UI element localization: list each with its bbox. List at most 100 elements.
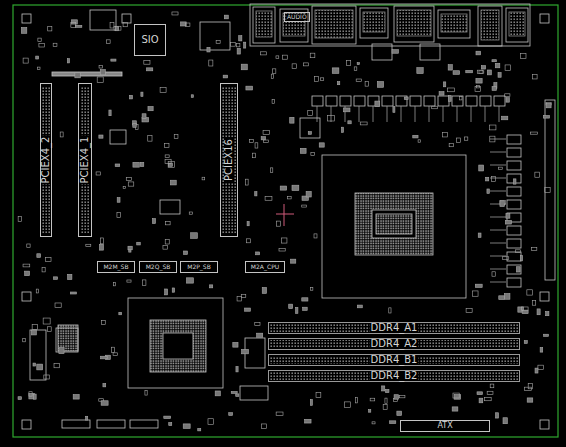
vrm-trace: [490, 269, 506, 270]
cpu-pad-grid: [355, 193, 433, 255]
smd-part: [236, 394, 239, 397]
smd-part: [466, 309, 472, 313]
smd-part: [533, 74, 538, 79]
smd-part: [38, 38, 41, 41]
smd-part: [272, 99, 274, 103]
part-label: DDR4_A1: [370, 323, 419, 333]
smd-part: [356, 79, 361, 81]
pcie-slot: PCIEX16: [220, 83, 238, 237]
smd-part: [109, 110, 111, 116]
smd-part: [404, 97, 408, 100]
smd-part: [319, 143, 324, 147]
footprints: [13, 4, 558, 437]
smd-part: [292, 185, 299, 190]
slot-label: PCIEX16: [224, 138, 234, 182]
smd-part: [291, 259, 296, 263]
smd-part: [241, 64, 247, 70]
smd-part: [247, 222, 249, 226]
io-pins: [509, 12, 525, 36]
smd-part: [308, 132, 311, 135]
smd-part: [128, 246, 132, 250]
smd-part: [86, 244, 91, 246]
smd-part: [296, 307, 298, 313]
smd-part: [68, 274, 72, 279]
smd-part: [443, 82, 445, 87]
smd-part: [413, 135, 418, 138]
vrm-trace: [401, 106, 402, 122]
smd-part: [302, 205, 307, 207]
smd-part: [492, 87, 496, 91]
sio-chip: SIO: [134, 24, 166, 56]
io-pins: [441, 14, 467, 32]
smd-part: [107, 40, 111, 43]
smd-part: [37, 364, 43, 370]
smd-part: [189, 212, 192, 214]
smd-part: [96, 172, 100, 175]
smd-part: [498, 73, 501, 78]
smd-part: [143, 280, 146, 286]
smd-part: [191, 95, 193, 98]
smd-part: [382, 386, 385, 391]
smd-part: [282, 55, 287, 59]
smd-part: [487, 391, 493, 394]
smd-part: [169, 423, 172, 426]
vrm-trace: [485, 106, 486, 122]
io-connector: [360, 8, 388, 38]
vrm-part: [340, 96, 351, 106]
vrm-trace: [490, 165, 506, 166]
ic: [160, 200, 180, 214]
smd-part: [394, 395, 398, 400]
smd-part: [292, 64, 296, 69]
smd-part: [75, 73, 80, 78]
smd-part: [60, 132, 63, 137]
mounting-hole: [122, 14, 131, 23]
smd-part: [102, 320, 106, 324]
vrm-trace: [457, 106, 458, 122]
smd-part: [290, 117, 294, 123]
smd-part: [34, 394, 36, 399]
highlight-mark: [276, 204, 294, 226]
smd-part: [172, 288, 174, 292]
vrm-part: [494, 96, 505, 106]
smd-part: [314, 234, 317, 238]
smd-part: [163, 245, 168, 249]
vrm-trace: [490, 230, 506, 231]
smd-part: [460, 96, 462, 100]
vrm-part: [507, 187, 521, 196]
smd-part: [546, 103, 551, 108]
smd-part: [389, 308, 391, 313]
smd-part: [18, 216, 21, 221]
smd-part: [492, 176, 496, 181]
smd-part: [126, 178, 131, 181]
cpu-center-grid: [376, 214, 412, 234]
smd-part: [231, 43, 236, 47]
smd-part: [53, 277, 57, 280]
vrm-part: [452, 96, 463, 106]
smd-part: [327, 115, 334, 121]
smd-part: [236, 43, 240, 46]
smd-part: [23, 338, 26, 341]
dimm-pins: [270, 324, 518, 332]
smd-part: [100, 70, 105, 75]
smd-part: [276, 221, 280, 226]
smd-part: [308, 110, 313, 115]
smd-part: [148, 107, 153, 111]
smd-part: [495, 413, 498, 418]
mounting-hole: [540, 292, 549, 301]
smd-part: [505, 94, 510, 97]
smd-part: [249, 140, 253, 143]
smd-part: [43, 318, 50, 324]
ic: [58, 325, 78, 351]
slot-pins: [222, 86, 236, 234]
smd-part: [478, 233, 481, 237]
smd-part: [432, 106, 438, 109]
smd-part: [348, 121, 351, 124]
smd-part: [520, 256, 522, 261]
smd-part: [164, 416, 171, 418]
dimm-slot: DDR4_A1: [268, 322, 520, 334]
smd-part: [304, 63, 309, 66]
smd-part: [321, 78, 324, 80]
smd-part: [531, 247, 536, 250]
smd-part: [123, 23, 127, 27]
vrm-part: [507, 226, 521, 235]
